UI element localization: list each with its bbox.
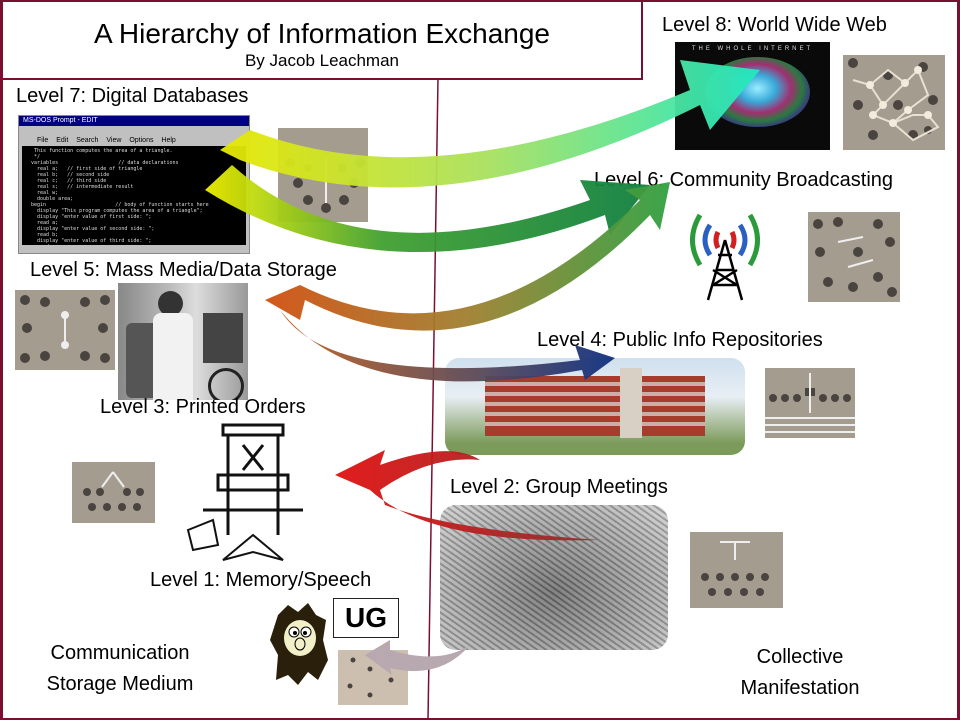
caveman-icon xyxy=(270,603,328,685)
repository-dots-image xyxy=(765,368,855,438)
left-axis-caption: Communication Storage Medium xyxy=(20,638,220,700)
slide-author: By Jacob Leachman xyxy=(244,51,400,70)
digital-dots-image xyxy=(278,128,368,222)
speech-bubble-text: UG xyxy=(345,602,387,633)
left-caption-line-1: Communication xyxy=(50,642,190,664)
group-meeting-engraving xyxy=(440,505,668,650)
level-1-label: Level 1: Memory/Speech xyxy=(150,569,372,591)
level-4-label: Level 4: Public Info Repositories xyxy=(537,329,823,351)
printing-press-image xyxy=(186,423,303,561)
level-8-label: Level 8: World Wide Web xyxy=(662,14,887,36)
printed-dots-image xyxy=(72,462,155,523)
storage-dots-image xyxy=(15,290,115,370)
dos-window-title: MS-DOS Prompt - EDIT xyxy=(19,116,249,126)
right-axis-caption: Collective Manifestation xyxy=(700,642,900,704)
dos-editor-image: MS-DOS Prompt - EDIT File Edit Search Vi… xyxy=(18,115,250,254)
mainframe-operator-photo xyxy=(118,283,248,400)
meeting-dots-image xyxy=(690,532,783,608)
network-dots-image xyxy=(843,55,945,150)
level-3-label: Level 3: Printed Orders xyxy=(100,396,306,418)
speech-dots-image xyxy=(338,650,408,705)
internet-map-title: THE WHOLE INTERNET xyxy=(691,46,814,52)
right-caption-line-2: Manifestation xyxy=(740,677,860,699)
level-5-label: Level 5: Mass Media/Data Storage xyxy=(30,259,337,281)
title-box: A Hierarchy of Information Exchange By J… xyxy=(0,0,643,80)
level-7-label: Level 7: Digital Databases xyxy=(16,85,249,107)
dos-menu-bar: File Edit Search View Options Help xyxy=(19,136,249,145)
speech-bubble: UG xyxy=(333,598,399,638)
slide-title: A Hierarchy of Information Exchange xyxy=(93,18,550,49)
dos-code: This function computes the area of a tri… xyxy=(22,146,246,245)
left-caption-line-2: Storage Medium xyxy=(46,673,194,695)
level-2-label: Level 2: Group Meetings xyxy=(450,476,668,498)
broadcast-dots-image xyxy=(808,212,900,302)
library-building-photo xyxy=(445,358,745,455)
internet-map-image: THE WHOLE INTERNET xyxy=(675,42,830,150)
radio-tower-icon xyxy=(690,213,760,301)
right-caption-line-1: Collective xyxy=(756,646,844,668)
level-6-label: Level 6: Community Broadcasting xyxy=(594,169,894,191)
